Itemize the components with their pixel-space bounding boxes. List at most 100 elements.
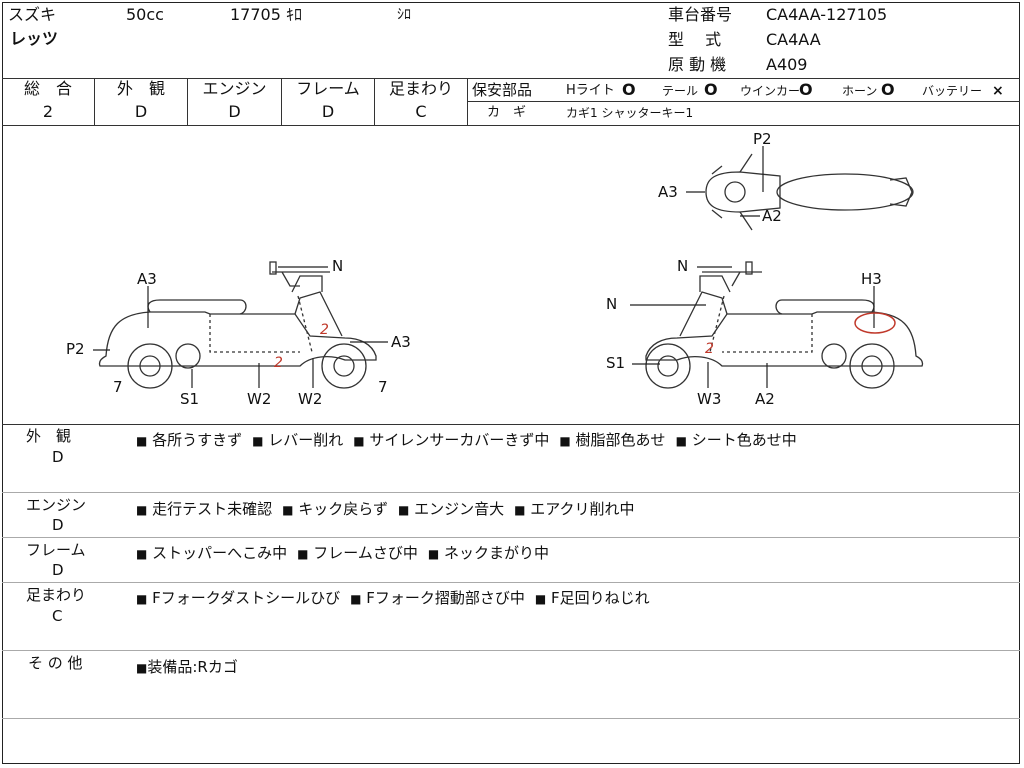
engine-value: A409 [766, 55, 808, 74]
item-text: シート色あせ中 [691, 431, 797, 449]
grade-frame-value: D [321, 102, 335, 121]
divider [467, 78, 468, 125]
mileage: 17705 ｷﾛ [230, 5, 302, 24]
divider [281, 78, 282, 125]
list-item: ■ 樹脂部色あせ [559, 431, 666, 449]
label-right-a2: A2 [755, 390, 775, 408]
label-left-a3-right: A3 [391, 333, 411, 351]
divider [2, 537, 1020, 538]
list-item: ■ フレームさび中 [297, 544, 418, 562]
grade-suspension-value: C [415, 102, 427, 121]
label-left-w2b: W2 [298, 390, 323, 408]
item-text: Fフォーク摺動部さび中 [366, 589, 525, 607]
detail-grade: D [52, 561, 64, 579]
divider [2, 78, 1020, 79]
detail-items: ■ 各所うすきず ■ レバー削れ ■ サイレンサーカバーきず中 ■ 樹脂部色あせ… [136, 429, 797, 450]
grade-frame-label: フレーム [296, 79, 360, 98]
top-scooter-drawing [705, 153, 914, 231]
grade-overall-value: 2 [42, 102, 54, 121]
list-item: ■ ストッパーへこみ中 [136, 544, 288, 562]
item-text: エアクリ削れ中 [530, 500, 635, 518]
divider [2, 718, 1020, 719]
label-top-p2: P2 [753, 130, 772, 148]
list-item: ■ レバー削れ [252, 431, 344, 449]
horn-mark: O [881, 80, 895, 99]
list-item: ■ キック戻らず [282, 500, 388, 518]
label-left-7a: 7 [113, 378, 123, 396]
list-item: ■ サイレンサーカバーきず中 [353, 431, 550, 449]
item-text: Fフォークダストシールひび [152, 589, 341, 607]
detail-label: 外 観 [26, 427, 72, 445]
divider [94, 78, 95, 125]
item-text: 走行テスト未確認 [152, 500, 273, 518]
label-top-a3: A3 [658, 183, 678, 201]
label-right-w3: W3 [697, 390, 722, 408]
detail-grade: D [52, 516, 64, 534]
list-item: ■装備品:Rカゴ [136, 658, 238, 676]
list-item: ■ F足回りねじれ [534, 589, 650, 607]
grade-overall-label: 総 合 [23, 79, 72, 98]
detail-grade: C [52, 607, 63, 625]
frame-number: CA4AA-127105 [766, 5, 888, 24]
damage-mark: 2 [320, 322, 329, 338]
list-item: ■ Fフォーク摺動部さび中 [350, 589, 525, 607]
grade-exterior-value: D [134, 102, 148, 121]
item-text: キック戻らず [298, 500, 388, 518]
key-value: カギ1 シャッターキー1 [566, 106, 694, 120]
label-left-a3-top: A3 [137, 270, 157, 288]
item-text: ネックまがり中 [443, 544, 549, 562]
label-left-s1: S1 [180, 390, 200, 408]
label-right-n-top: N [677, 257, 689, 275]
battery-label: バッテリー [922, 84, 983, 98]
key-label: カ ギ [487, 105, 527, 120]
grade-engine-value: D [228, 102, 241, 121]
item-text: F足回りねじれ [551, 589, 650, 607]
list-item: ■ Fフォークダストシールひび [136, 589, 341, 607]
label-right-h3: H3 [861, 270, 882, 288]
divider [467, 101, 1020, 102]
divider [374, 78, 375, 125]
taillight-mark: O [704, 80, 718, 99]
divider [2, 650, 1020, 651]
safety-label: 保安部品 [472, 81, 533, 99]
detail-label: フレーム [26, 541, 86, 559]
label-right-s1: S1 [606, 354, 626, 372]
detail-items: ■装備品:Rカゴ [136, 656, 238, 677]
divider [187, 78, 188, 125]
list-item: ■ 各所うすきず [136, 431, 243, 449]
label-left-n: N [332, 257, 344, 275]
grade-exterior-label: 外 観 [116, 79, 165, 98]
label-right-n-mid: N [606, 295, 618, 313]
divider [2, 125, 1020, 126]
item-text: 装備品:Rカゴ [147, 658, 238, 676]
frame-number-label: 車台番号 [668, 5, 733, 24]
headlight-mark: O [622, 80, 636, 99]
winker-label: ウインカー [740, 84, 801, 98]
detail-items: ■ Fフォークダストシールひび ■ Fフォーク摺動部さび中 ■ F足回りねじれ [136, 587, 650, 608]
left-scooter-drawing [98, 261, 377, 389]
winker-mark: O [799, 80, 813, 99]
displacement: 50cc [126, 5, 164, 24]
damage-mark: 2 [705, 341, 714, 357]
list-item: ■ シート色あせ中 [675, 431, 797, 449]
headlight-label: Hライト [566, 83, 615, 98]
list-item: ■ エアクリ削れ中 [514, 500, 635, 518]
divider [2, 424, 1020, 425]
damage-diagram [93, 146, 924, 389]
engine-label: 原 動 機 [668, 55, 727, 74]
battery-mark: × [992, 83, 1004, 99]
label-left-p2: P2 [66, 340, 85, 358]
detail-items: ■ 走行テスト未確認 ■ キック戻らず ■ エンジン音大 ■ エアクリ削れ中 [136, 498, 635, 519]
maker: スズキ [8, 5, 57, 24]
label-top-a2: A2 [762, 207, 782, 225]
detail-label: エンジン [26, 496, 87, 514]
taillight-label: テール [662, 84, 699, 98]
list-item: ■ ネックまがり中 [427, 544, 549, 562]
grade-engine-label: エンジン [202, 79, 267, 98]
label-left-w2a: W2 [247, 390, 272, 408]
type-label: 型 式 [668, 30, 722, 49]
color: ｼﾛ [397, 7, 411, 23]
label-left-7b: 7 [378, 378, 388, 396]
item-text: 樹脂部色あせ [575, 431, 666, 449]
